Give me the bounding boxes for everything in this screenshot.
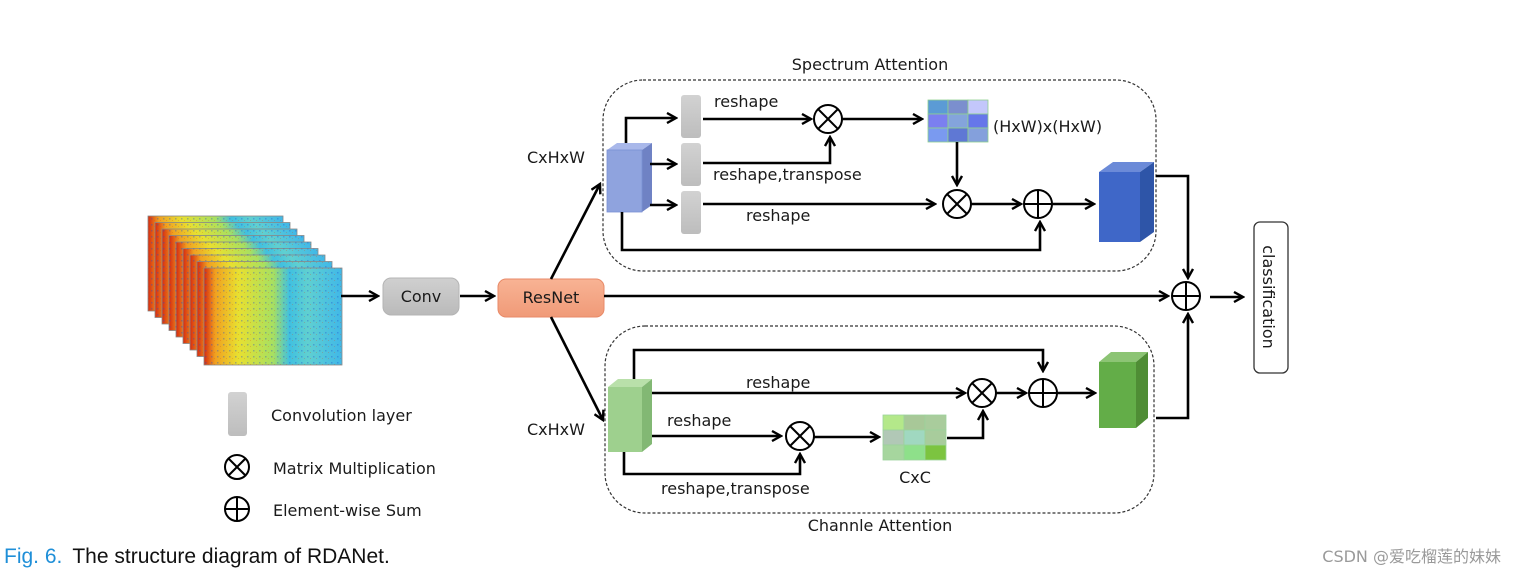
matrix-cell bbox=[967, 99, 989, 115]
figure-caption: Fig. 6. The structure diagram of RDANet. bbox=[4, 545, 390, 569]
convolution-layer-icon bbox=[228, 392, 247, 436]
watermark: CSDN @爱吃榴莲的妹妹 bbox=[1322, 547, 1501, 566]
matrix-cell bbox=[924, 414, 947, 431]
conv-layer-3 bbox=[681, 191, 701, 234]
conv-layer-2 bbox=[681, 143, 701, 186]
spectrogram-stack bbox=[147, 215, 343, 366]
matrix-cell bbox=[927, 127, 949, 143]
arrow-channel-to-final-sum bbox=[1156, 314, 1188, 420]
classification-label: classification bbox=[1259, 245, 1278, 349]
arrow-transpose-to-matmul bbox=[703, 137, 830, 165]
resnet-box: ResNet bbox=[497, 278, 605, 318]
matrix-cell bbox=[967, 127, 989, 143]
classification-box: classification bbox=[1253, 221, 1289, 374]
arrow-spectrum-residual bbox=[620, 212, 1040, 252]
conv-box: Conv bbox=[382, 277, 460, 316]
matrix-cell bbox=[967, 113, 989, 129]
matrix-cell bbox=[903, 429, 926, 446]
legend-label-matmul: Matrix Multiplication bbox=[273, 459, 436, 478]
arrow-channel-map-to-matmul2 bbox=[947, 411, 983, 440]
conv-layer-1 bbox=[681, 95, 701, 138]
channel-matrix-label: CxC bbox=[899, 468, 931, 487]
matrix-cell bbox=[903, 414, 926, 431]
spectrum-branch-label-3: reshape bbox=[746, 206, 810, 225]
arrow-resnet-to-spectrum bbox=[549, 184, 600, 280]
matrix-multiplication-icon bbox=[224, 454, 250, 480]
spectrum-matrix-label: (HxW)x(HxW) bbox=[993, 117, 1102, 136]
matrix-cell bbox=[882, 414, 905, 431]
matrix-multiplication-icon bbox=[785, 421, 815, 451]
arrow-spectrum-to-final-sum bbox=[1156, 174, 1188, 278]
matrix-cell bbox=[947, 113, 969, 129]
arrow-resnet-to-channel bbox=[549, 316, 603, 420]
spectrum-branch-label-1: reshape bbox=[714, 92, 778, 111]
element-wise-sum-icon bbox=[1171, 281, 1201, 311]
element-wise-sum-icon bbox=[1028, 378, 1058, 408]
spectrum-output-feature-cube bbox=[1099, 162, 1154, 242]
matrix-cell bbox=[903, 444, 926, 461]
channel-attention-frame bbox=[604, 325, 1155, 514]
channel-attention-map bbox=[882, 414, 947, 461]
channel-branch-label-2: reshape bbox=[667, 411, 731, 430]
spectrum-branch-label-2: reshape,transpose bbox=[713, 165, 862, 184]
legend: Convolution layer Matrix Multiplication … bbox=[224, 392, 436, 522]
legend-label-conv: Convolution layer bbox=[271, 406, 412, 425]
arrow-transpose-to-matmul-c1 bbox=[622, 452, 800, 476]
matrix-multiplication-icon bbox=[942, 189, 972, 219]
arrow-cube-to-conv1 bbox=[624, 118, 676, 143]
matrix-cell bbox=[927, 113, 949, 129]
matrix-cell bbox=[924, 429, 947, 446]
matrix-multiplication-icon bbox=[813, 104, 843, 134]
figure-number: Fig. 6. bbox=[4, 545, 63, 568]
matrix-multiplication-icon bbox=[967, 378, 997, 408]
matrix-cell bbox=[947, 99, 969, 115]
matrix-cell bbox=[882, 429, 905, 446]
conv-label: Conv bbox=[401, 287, 442, 306]
channel-output-feature-cube bbox=[1099, 352, 1148, 428]
channel-branch-label-3: reshape,transpose bbox=[661, 479, 810, 498]
matrix-cell bbox=[947, 127, 969, 143]
channel-branch-label-1: reshape bbox=[746, 373, 810, 392]
element-wise-sum-icon bbox=[1023, 189, 1053, 219]
matrix-cell bbox=[882, 444, 905, 461]
caption-text: The structure diagram of RDANet. bbox=[72, 545, 390, 568]
spectrum-attention-title: Spectrum Attention bbox=[792, 55, 948, 74]
spectrum-input-dim-label: CxHxW bbox=[527, 148, 585, 167]
matrix-cell bbox=[927, 99, 949, 115]
spectrum-attention-map bbox=[927, 99, 989, 143]
matrix-cell bbox=[924, 444, 947, 461]
spectrogram-frame bbox=[203, 267, 343, 366]
channel-input-dim-label: CxHxW bbox=[527, 420, 585, 439]
resnet-label: ResNet bbox=[523, 288, 580, 307]
channel-input-feature-cube bbox=[608, 379, 652, 452]
arrow-channel-residual bbox=[632, 348, 1043, 379]
channel-attention-title: Channle Attention bbox=[808, 516, 953, 535]
spectrum-input-feature-cube bbox=[606, 143, 652, 213]
legend-label-sum: Element-wise Sum bbox=[273, 501, 422, 520]
element-wise-sum-icon bbox=[224, 496, 250, 522]
